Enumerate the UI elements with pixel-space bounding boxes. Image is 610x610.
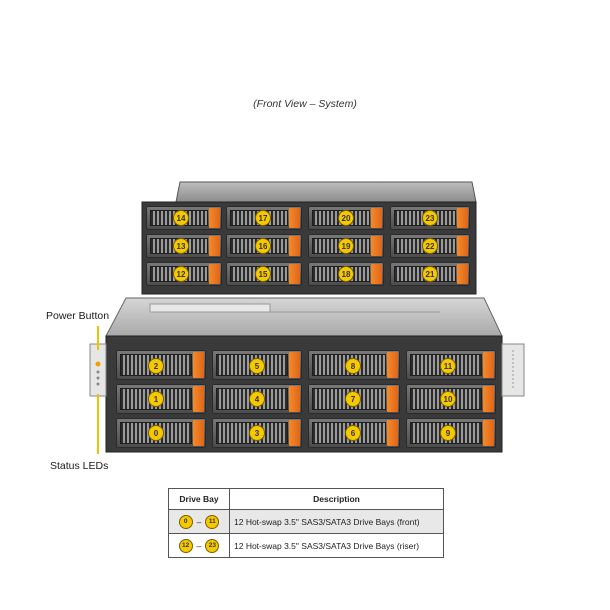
callout-line <box>97 394 99 454</box>
bay-number: 9 <box>440 425 456 441</box>
left-ear <box>89 343 107 397</box>
callout-line <box>97 326 99 350</box>
riser-cage-top <box>175 181 477 203</box>
bay-number: 1 <box>148 391 164 407</box>
bay-badge: 12 <box>178 538 193 553</box>
table-row: 12–23 12 Hot-swap 3.5" SAS3/SATA3 Drive … <box>168 533 444 558</box>
bay-number: 6 <box>345 425 361 441</box>
figure-caption: (Front View – System) <box>253 98 357 110</box>
column-header: Drive Bay <box>168 488 230 510</box>
bay-number: 0 <box>148 425 164 441</box>
bay-badge: 0 <box>178 514 193 529</box>
bay-number: 21 <box>422 266 438 282</box>
bay-number: 15 <box>255 266 271 282</box>
bay-number: 23 <box>422 210 438 226</box>
bay-number: 20 <box>338 210 354 226</box>
bay-number: 7 <box>345 391 361 407</box>
bay-number: 12 <box>173 266 189 282</box>
drive-bay-table: Drive Bay Description 0–11 12 Hot-swap 3… <box>168 488 444 558</box>
bay-number: 13 <box>173 238 189 254</box>
column-header: Description <box>229 488 444 510</box>
bay-range-cell: 12–23 <box>168 533 230 558</box>
bay-badge: 23 <box>205 538 220 553</box>
power-button-label: Power Button <box>46 310 110 322</box>
bay-number: 10 <box>440 391 456 407</box>
bay-number: 18 <box>338 266 354 282</box>
status-leds-label: Status LEDs <box>50 460 109 472</box>
bay-range-cell: 0–11 <box>168 509 230 534</box>
bay-number: 11 <box>440 358 456 374</box>
table-header-row: Drive Bay Description <box>168 488 444 510</box>
bay-number: 4 <box>249 391 265 407</box>
description-cell: 12 Hot-swap 3.5" SAS3/SATA3 Drive Bays (… <box>229 509 444 534</box>
bay-number: 2 <box>148 358 164 374</box>
bay-number: 8 <box>345 358 361 374</box>
table-row: 0–11 12 Hot-swap 3.5" SAS3/SATA3 Drive B… <box>168 509 444 534</box>
bay-number: 17 <box>255 210 271 226</box>
description-cell: 12 Hot-swap 3.5" SAS3/SATA3 Drive Bays (… <box>229 533 444 558</box>
bay-number: 16 <box>255 238 271 254</box>
power-button-icon <box>95 361 101 367</box>
bay-number: 14 <box>173 210 189 226</box>
bay-number: 22 <box>422 238 438 254</box>
bay-number: 3 <box>249 425 265 441</box>
bay-number: 19 <box>338 238 354 254</box>
bay-badge: 11 <box>205 514 220 529</box>
bay-number: 5 <box>249 358 265 374</box>
